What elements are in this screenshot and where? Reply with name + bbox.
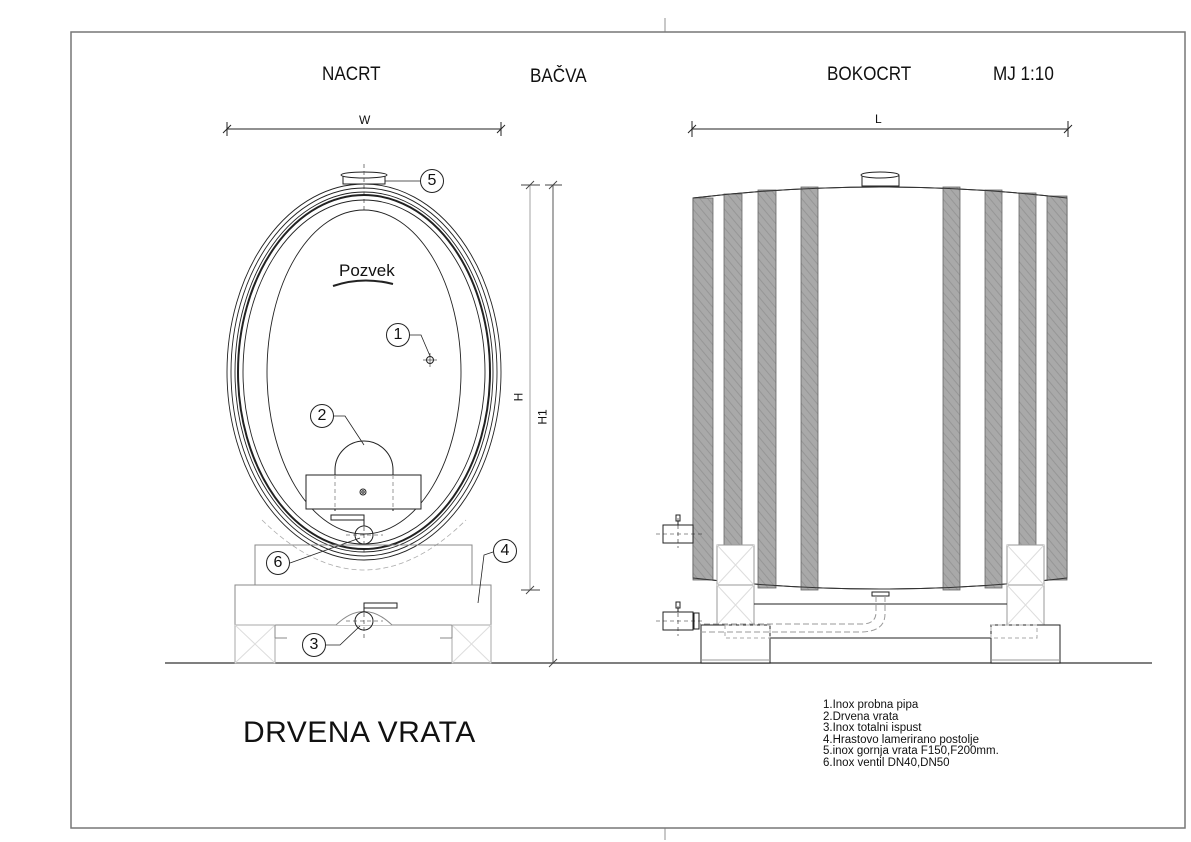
legend-item: 2.Drvena vrata [823,710,899,723]
brand-mark: Pozvek [339,261,395,280]
legend-item: 1.Inox probna pipa [823,699,919,711]
callout-5-top-door: 5 [420,169,444,193]
width-label: W [359,113,371,127]
barrel-staves [692,186,1068,591]
legend-item: 6.Inox ventil DN40,DN50 [823,756,950,769]
side-view-title: BOKOCRT [827,64,912,85]
scale-label: MJ 1:10 [993,64,1054,85]
front-view-title: NACRT [322,64,381,85]
drawing-frame [70,18,1186,840]
total-height-label: H1 [535,409,550,425]
callout-4-oak-stand: 4 [493,539,517,563]
width-dimension-line [222,122,506,136]
legend-item: 3.Inox totalni ispust [823,722,922,735]
height-dimensions [521,180,562,668]
height-label: H [511,392,526,402]
callout-6-valve: 6 [266,551,290,575]
side-view [656,121,1073,664]
callout-3-total-drain: 3 [302,633,326,657]
parts-legend: 1.Inox probna pipa 2.Drvena vrata 3.Inox… [823,699,999,770]
callout-1-sample-tap: 1 [386,323,410,347]
length-label: L [875,112,882,126]
callout-2-wooden-door: 2 [310,404,334,428]
legend-item: 4.Hrastovo lamerirano postolje [823,733,979,746]
front-view [222,122,506,664]
length-dimension-line [687,121,1073,137]
door-type-caption: DRVENA VRATA [243,716,476,749]
object-title: BAČVA [530,66,587,87]
legend-item: 5.inox gornja vrata F150,F200mm. [823,745,999,758]
